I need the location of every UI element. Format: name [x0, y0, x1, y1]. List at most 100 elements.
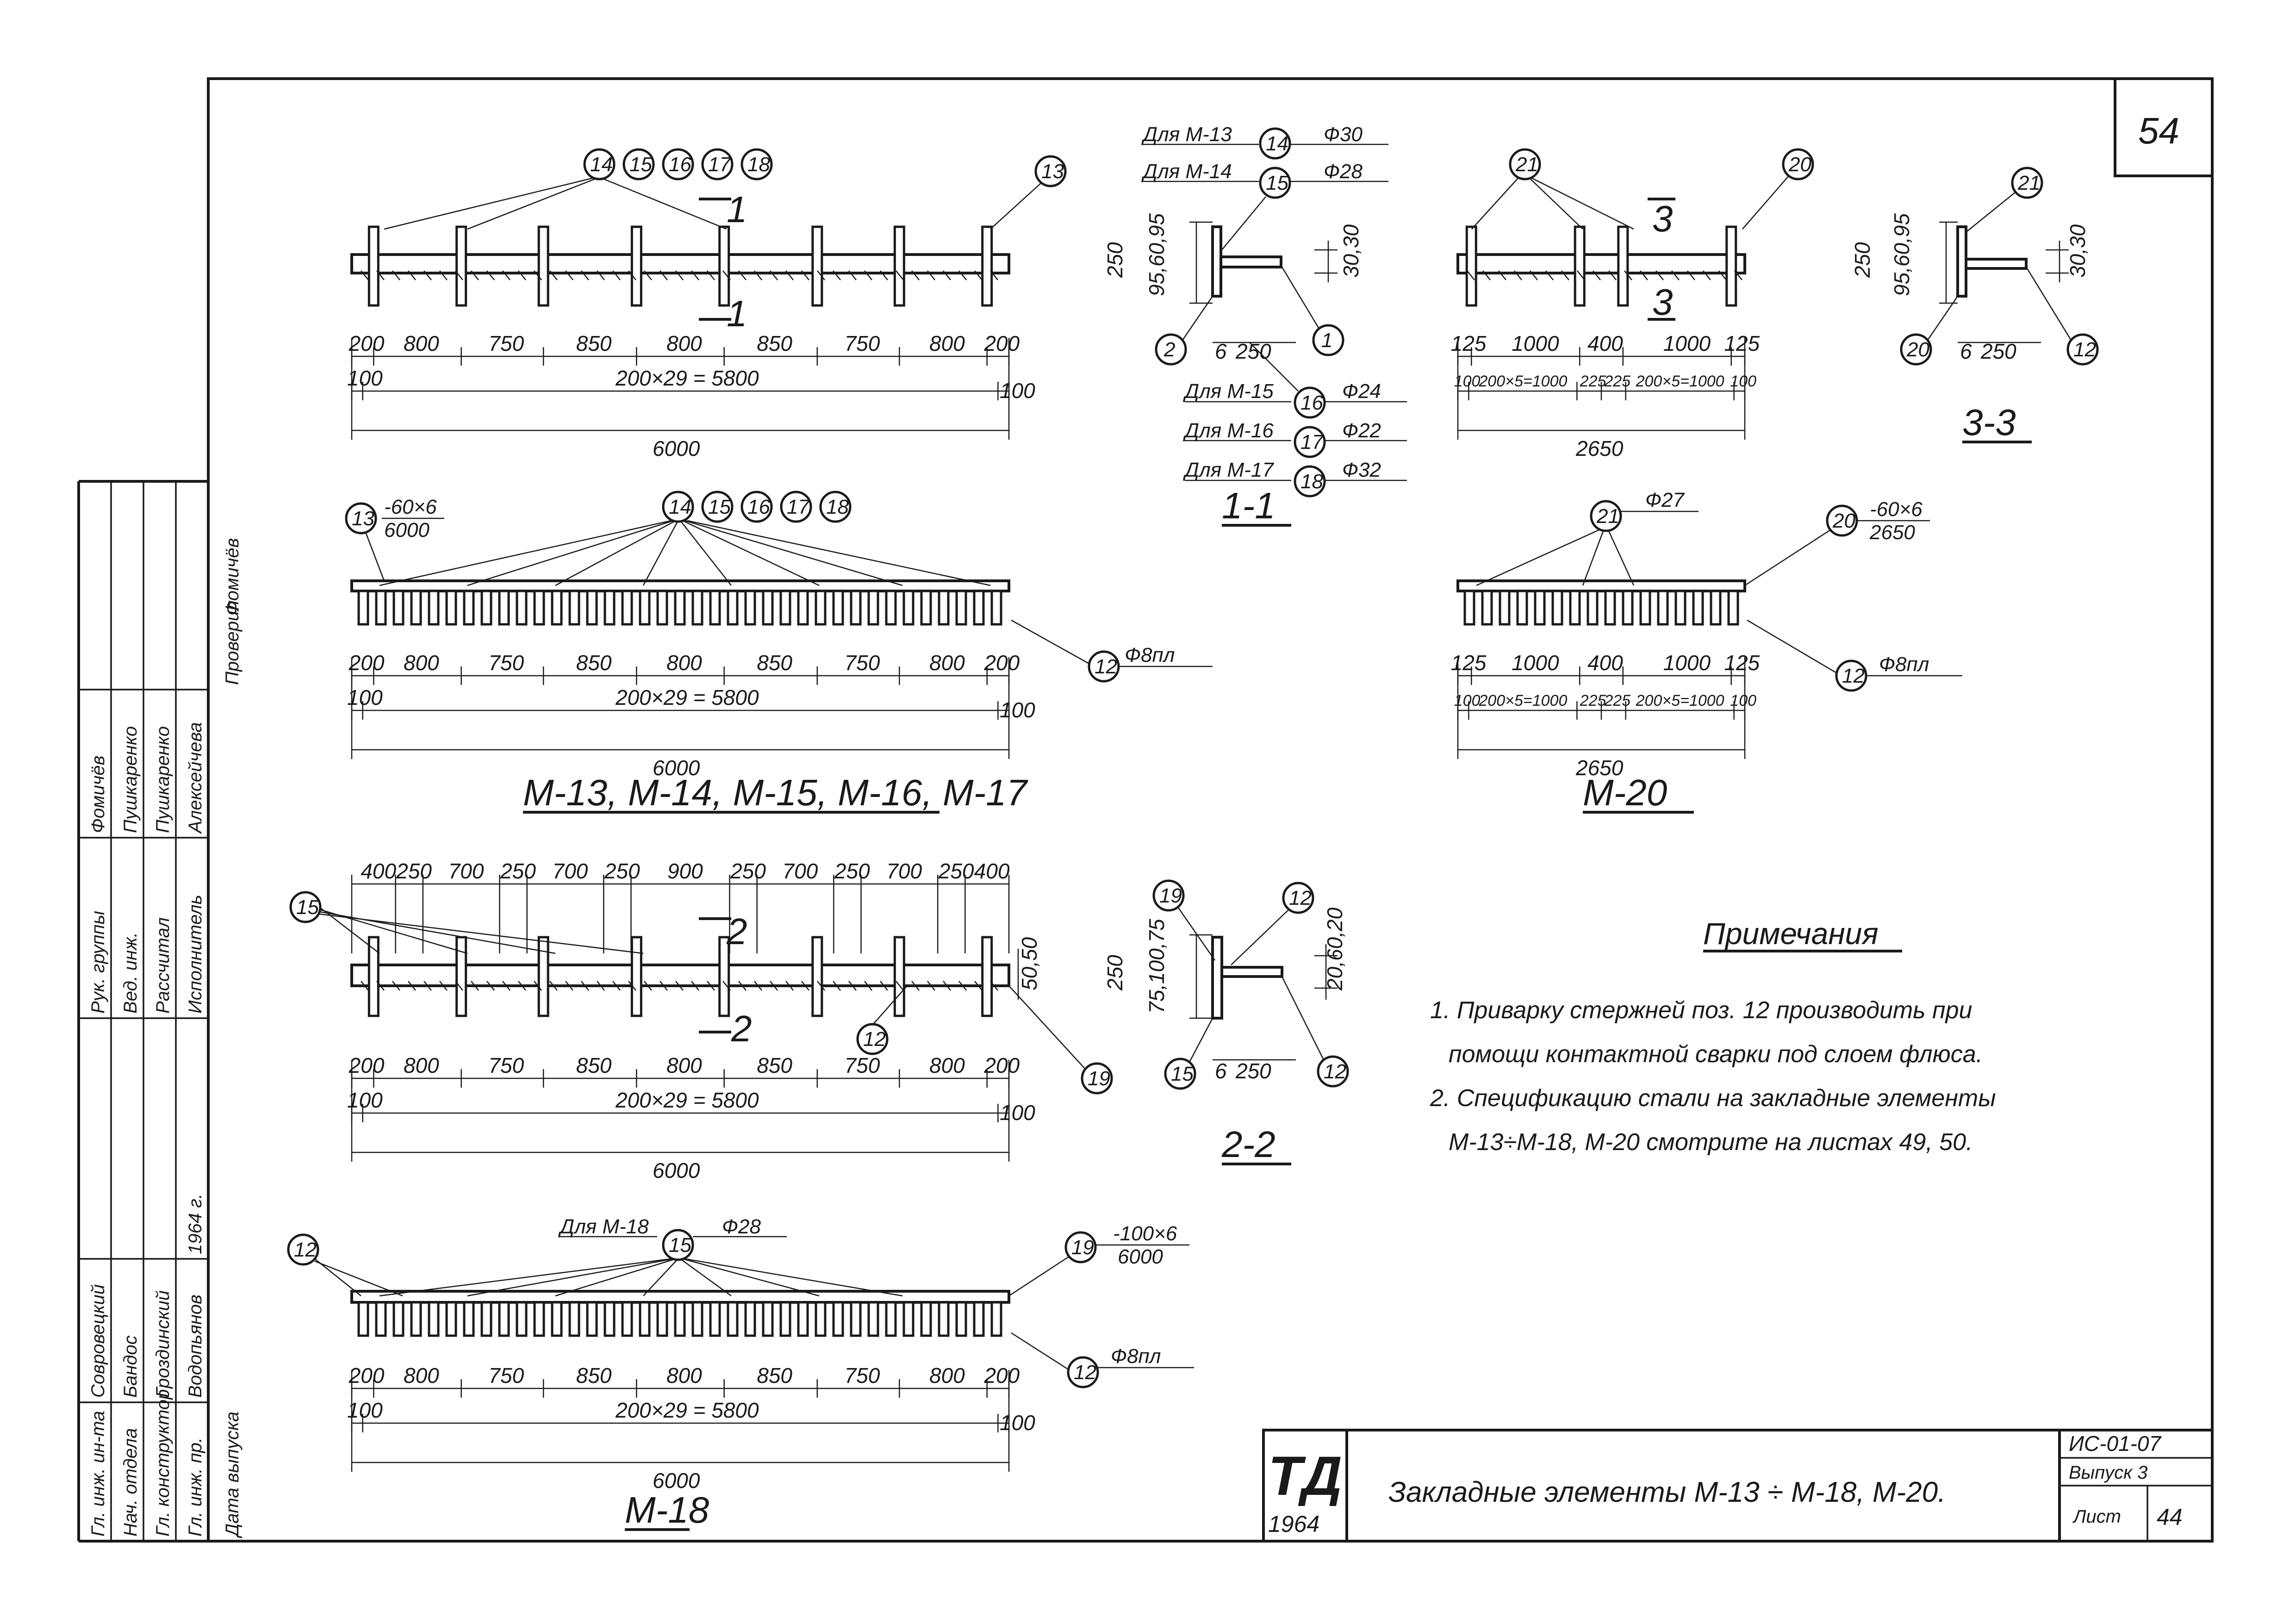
svg-text:18: 18	[747, 153, 770, 176]
weld-mark	[1530, 270, 1538, 280]
stamp2-name-1: Фомичёв	[88, 755, 108, 833]
weld-mark	[439, 270, 448, 280]
weld-mark	[675, 270, 684, 280]
anchor-stud	[630, 225, 642, 307]
dim-value: 400	[1587, 651, 1623, 675]
rod-12	[674, 1301, 686, 1337]
dim-value: 200	[348, 651, 385, 675]
m18-elevation-view: 12 Для М-18 15 Ф28 19 -100×6 6000 12 Ф8п…	[287, 1215, 1194, 1531]
stamp-role-3: Гл. конструктор	[153, 1389, 173, 1537]
weld-mark	[754, 981, 762, 991]
dim-value: 750	[845, 651, 880, 675]
weld-mark	[549, 270, 558, 280]
anchor-stud	[981, 936, 993, 1017]
rod-12	[779, 590, 791, 626]
weld-mark	[361, 270, 369, 280]
svg-text:20: 20	[1906, 338, 1929, 361]
m13-elev-rods	[357, 590, 1002, 626]
weld-mark	[565, 981, 573, 991]
dim-value: 700	[448, 859, 484, 883]
svg-text:250: 250	[1235, 1059, 1271, 1083]
dim-value: 200	[983, 1363, 1020, 1388]
svg-text:12: 12	[1842, 665, 1865, 687]
rod-12	[1516, 590, 1528, 626]
dim-value: 850	[576, 1363, 612, 1388]
weld-mark	[1671, 270, 1680, 280]
dim-value: 850	[757, 331, 792, 355]
rod-12	[516, 1301, 528, 1337]
svg-text:250: 250	[1850, 242, 1874, 278]
dim-value: 200×5=1000	[1636, 692, 1724, 709]
weld-mark	[660, 270, 668, 280]
rod-12	[1639, 590, 1651, 626]
rod-12	[656, 1301, 668, 1337]
rod-12	[639, 1301, 651, 1337]
rod-12	[920, 1301, 932, 1337]
rod-12	[586, 590, 598, 626]
stamp-role-5: Дата выпуска	[222, 1412, 243, 1538]
weld-mark	[486, 981, 495, 991]
weld-mark	[392, 270, 400, 280]
dim-value: 250	[396, 859, 432, 883]
weld-mark	[376, 270, 385, 280]
rod-12	[410, 1301, 422, 1337]
svg-text:19: 19	[1071, 1236, 1094, 1259]
weld-mark	[896, 270, 904, 280]
weld-mark	[1545, 270, 1554, 280]
dim-value: 750	[488, 1363, 524, 1388]
rod-12	[691, 590, 703, 626]
weld-mark	[660, 981, 668, 991]
svg-text:14: 14	[1266, 132, 1288, 155]
dim-value: 750	[845, 1363, 880, 1388]
dim-value: 225	[1604, 373, 1630, 390]
rod-12	[428, 1301, 440, 1337]
weld-mark	[502, 270, 510, 280]
rod-12	[357, 1301, 369, 1337]
svg-text:30,30: 30,30	[1339, 224, 1363, 278]
rod-12	[498, 1301, 510, 1337]
rod-12	[621, 1301, 633, 1337]
rod-12	[815, 1301, 827, 1337]
section-2-2: 19 12 250 75,100,75 20,60,20 15 12 6 250…	[1103, 879, 1349, 1165]
rod-12	[1481, 590, 1493, 626]
svg-text:6000: 6000	[1118, 1245, 1163, 1268]
weld-mark	[1561, 270, 1569, 280]
rod-12	[990, 590, 1002, 626]
anchor-stud	[367, 225, 380, 307]
rod-12	[533, 1301, 545, 1337]
svg-text:Ф8пл: Ф8пл	[1125, 644, 1175, 666]
weld-mark	[1703, 270, 1711, 280]
dim-value: 100	[1000, 1411, 1035, 1435]
dim-value: 125	[1724, 651, 1760, 675]
rod-12	[639, 590, 651, 626]
dim-value: 125	[1451, 331, 1487, 355]
weld-mark	[1498, 270, 1506, 280]
anchor-stud	[811, 225, 823, 307]
anchor-stud	[718, 936, 730, 1017]
svg-text:6000: 6000	[384, 519, 429, 541]
svg-text:21: 21	[2017, 172, 2041, 194]
svg-text:19: 19	[1159, 884, 1182, 907]
m13-plan-studs	[361, 225, 998, 307]
svg-text:3: 3	[1652, 198, 1673, 239]
weld-mark	[911, 981, 920, 991]
rod-12	[1657, 590, 1669, 626]
rod-12	[727, 1301, 739, 1337]
rod-12	[1463, 590, 1475, 626]
stamp-role-1: Гл. инж. ин-та	[88, 1411, 108, 1537]
dim-value: 800	[666, 651, 702, 675]
dim-value: 700	[553, 859, 588, 883]
weld-mark	[361, 981, 369, 991]
anchor-stud	[1725, 225, 1737, 307]
sheet-code: ИС-01-07	[2069, 1431, 2162, 1456]
weld-mark	[408, 981, 416, 991]
logo-year: 1964	[1268, 1511, 1319, 1537]
rod-12	[1587, 590, 1599, 626]
weld-mark	[565, 270, 573, 280]
stamp2-role-3: Рассчитал	[153, 917, 173, 1014]
rod-12	[938, 1301, 950, 1337]
anchor-stud	[455, 225, 467, 307]
notes: Примечания 1. Приварку стержней поз. 12 …	[1430, 916, 1996, 1156]
